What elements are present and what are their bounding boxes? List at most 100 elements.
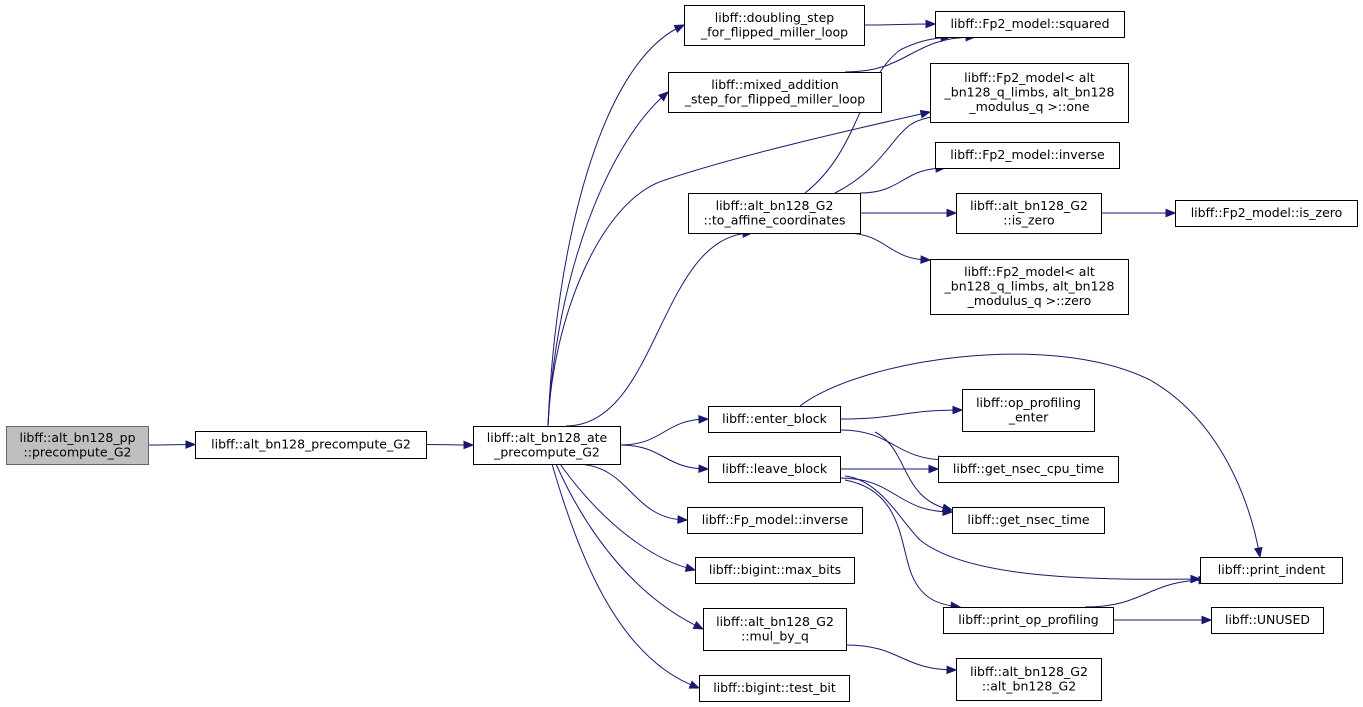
node-mul-by-q[interactable]: libff::alt_bn128_G2::mul_by_q	[703, 608, 847, 651]
node-box	[668, 72, 882, 113]
node-get-nsec-time[interactable]: libff::get_nsec_time	[952, 507, 1105, 534]
node-doubling-step[interactable]: libff::doubling_step_for_flipped_miller_…	[684, 5, 865, 46]
edge-ate-precompute-g2-to-max-bits	[559, 463, 696, 571]
node-label: _modulus_q >::one	[968, 99, 1089, 114]
node-label: libff::bigint::test_bit	[713, 680, 836, 695]
node-box	[708, 406, 841, 433]
arrowhead	[692, 620, 705, 630]
node-label: libff::get_nsec_cpu_time	[953, 461, 1104, 476]
edge-to-affine-to-fp2-squared	[804, 36, 951, 194]
node-box	[930, 259, 1129, 315]
node-fp2-inverse[interactable]: libff::Fp2_model::inverse	[935, 142, 1120, 169]
node-unused[interactable]: libff::UNUSED	[1211, 607, 1324, 634]
node-g2-is-zero[interactable]: libff::alt_bn128_G2::is_zero	[956, 193, 1102, 234]
node-label: libff::Fp2_model::inverse	[950, 147, 1105, 162]
node-label: ::mul_by_q	[741, 628, 809, 643]
node-box	[962, 389, 1095, 432]
node-box	[473, 426, 621, 465]
node-label: libff::Fp2_model::is_zero	[1191, 205, 1343, 220]
node-box	[935, 11, 1125, 38]
node-box	[708, 456, 841, 483]
node-print-op-profiling[interactable]: libff::print_op_profiling	[943, 607, 1114, 634]
node-get-nsec-cpu-time[interactable]: libff::get_nsec_cpu_time	[938, 456, 1119, 483]
arrowhead	[688, 680, 701, 689]
edge-print-op-profiling-to-print-indent	[1084, 579, 1209, 608]
node-fp2-zero[interactable]: libff::Fp2_model< alt_bn128_q_limbs, alt…	[930, 259, 1129, 315]
node-label: _precompute_G2	[493, 444, 600, 459]
node-ate-precompute-g2[interactable]: libff::alt_bn128_ate_precompute_G2	[473, 426, 621, 465]
edge-ate-precompute-g2-to-enter-block	[619, 418, 709, 446]
arrowhead	[942, 507, 954, 517]
node-fp-inverse[interactable]: libff::Fp_model::inverse	[687, 507, 863, 534]
node-label: libff::print_op_profiling	[958, 612, 1099, 627]
edge-to-affine-to-fp2-inverse	[859, 167, 946, 194]
arrowhead	[1201, 615, 1213, 625]
arrowhead	[185, 440, 197, 449]
arrowhead	[946, 665, 958, 675]
arrowhead	[1253, 546, 1263, 559]
node-box	[935, 142, 1120, 169]
node-label: libff::alt_bn128_G2	[970, 198, 1088, 213]
node-label: libff::alt_bn128_G2	[716, 614, 834, 629]
node-test-bit[interactable]: libff::bigint::test_bit	[699, 675, 850, 702]
node-label: libff::alt_bn128_ate	[487, 430, 608, 445]
node-label: libff::Fp2_model::squared	[950, 16, 1109, 31]
arrowhead	[925, 19, 937, 29]
arrowhead	[698, 464, 710, 473]
node-leave-block[interactable]: libff::leave_block	[708, 456, 841, 483]
node-fp2-one[interactable]: libff::Fp2_model< alt_bn128_q_limbs, alt…	[930, 63, 1129, 123]
node-box	[703, 608, 847, 651]
arrowhead	[463, 440, 475, 450]
edge-leave-block-to-print-indent	[844, 475, 1201, 580]
node-label: libff::alt_bn128_pp	[19, 430, 135, 445]
node-label: ::precompute_G2	[24, 444, 132, 459]
edge-ate-precompute-g2-to-fp2-one	[547, 111, 931, 427]
node-g2-ctor[interactable]: libff::alt_bn128_G2::alt_bn128_G2	[956, 658, 1102, 701]
node-box	[6, 426, 149, 465]
node-box	[952, 507, 1105, 534]
node-label: libff::alt_bn128_G2	[716, 198, 834, 213]
node-max-bits[interactable]: libff::bigint::max_bits	[695, 557, 855, 584]
node-print-indent[interactable]: libff::print_indent	[1200, 557, 1343, 584]
node-to-affine[interactable]: libff::alt_bn128_G2::to_affine_coordinat…	[688, 193, 861, 234]
arrowhead	[684, 563, 697, 572]
node-label: _step_for_flipped_miller_loop	[684, 91, 866, 106]
arrowhead	[673, 24, 686, 34]
node-enter-block[interactable]: libff::enter_block	[708, 406, 841, 433]
edge-enter-block-to-get-nsec-cpu-time	[839, 429, 949, 461]
node-fp2-is-zero[interactable]: libff::Fp2_model::is_zero	[1175, 200, 1358, 227]
node-label: libff::alt_bn128_G2	[970, 664, 1088, 679]
node-mixed-addition[interactable]: libff::mixed_addition_step_for_flipped_m…	[668, 72, 882, 113]
node-label: libff::Fp2_model< alt	[964, 70, 1095, 85]
node-label: libff::UNUSED	[1225, 612, 1310, 627]
call-edges	[147, 19, 1263, 689]
arrowhead	[952, 405, 964, 415]
node-box	[938, 456, 1119, 483]
edge-to-affine-to-fp2-zero	[844, 232, 931, 261]
node-box	[943, 607, 1114, 634]
node-label: _bn128_q_limbs, alt_bn128	[944, 85, 1115, 100]
node-label: libff::get_nsec_time	[967, 512, 1089, 527]
edge-enter-block-to-get-nsec-time	[874, 431, 953, 511]
edge-mul-by-q-to-g2-ctor	[845, 644, 957, 671]
node-box	[687, 507, 863, 534]
edge-ate-precompute-g2-to-to-affine	[565, 232, 753, 427]
arrowhead	[946, 208, 958, 218]
node-precompute-g2-pp[interactable]: libff::alt_bn128_pp::precompute_G2	[6, 426, 149, 465]
arrowhead	[928, 464, 940, 474]
node-op-profiling-enter[interactable]: libff::op_profiling_enter	[962, 389, 1095, 432]
edge-mixed-addition-to-fp2-squared	[844, 36, 976, 73]
node-box	[1175, 200, 1358, 227]
edge-ate-precompute-g2-to-test-bit	[551, 463, 700, 689]
arrowhead	[919, 109, 932, 119]
node-box	[1200, 557, 1343, 584]
node-fp2-squared[interactable]: libff::Fp2_model::squared	[935, 11, 1125, 38]
arrowhead	[1165, 208, 1177, 218]
node-label: libff::alt_bn128_precompute_G2	[211, 437, 411, 452]
edge-enter-block-to-print-indent	[799, 353, 1261, 558]
edge-to-affine-to-fp2-one	[834, 114, 951, 194]
node-label: _bn128_q_limbs, alt_bn128	[944, 279, 1115, 294]
node-label: ::alt_bn128_G2	[982, 678, 1076, 693]
node-alt-bn128-precompute-g2[interactable]: libff::alt_bn128_precompute_G2	[195, 431, 427, 459]
